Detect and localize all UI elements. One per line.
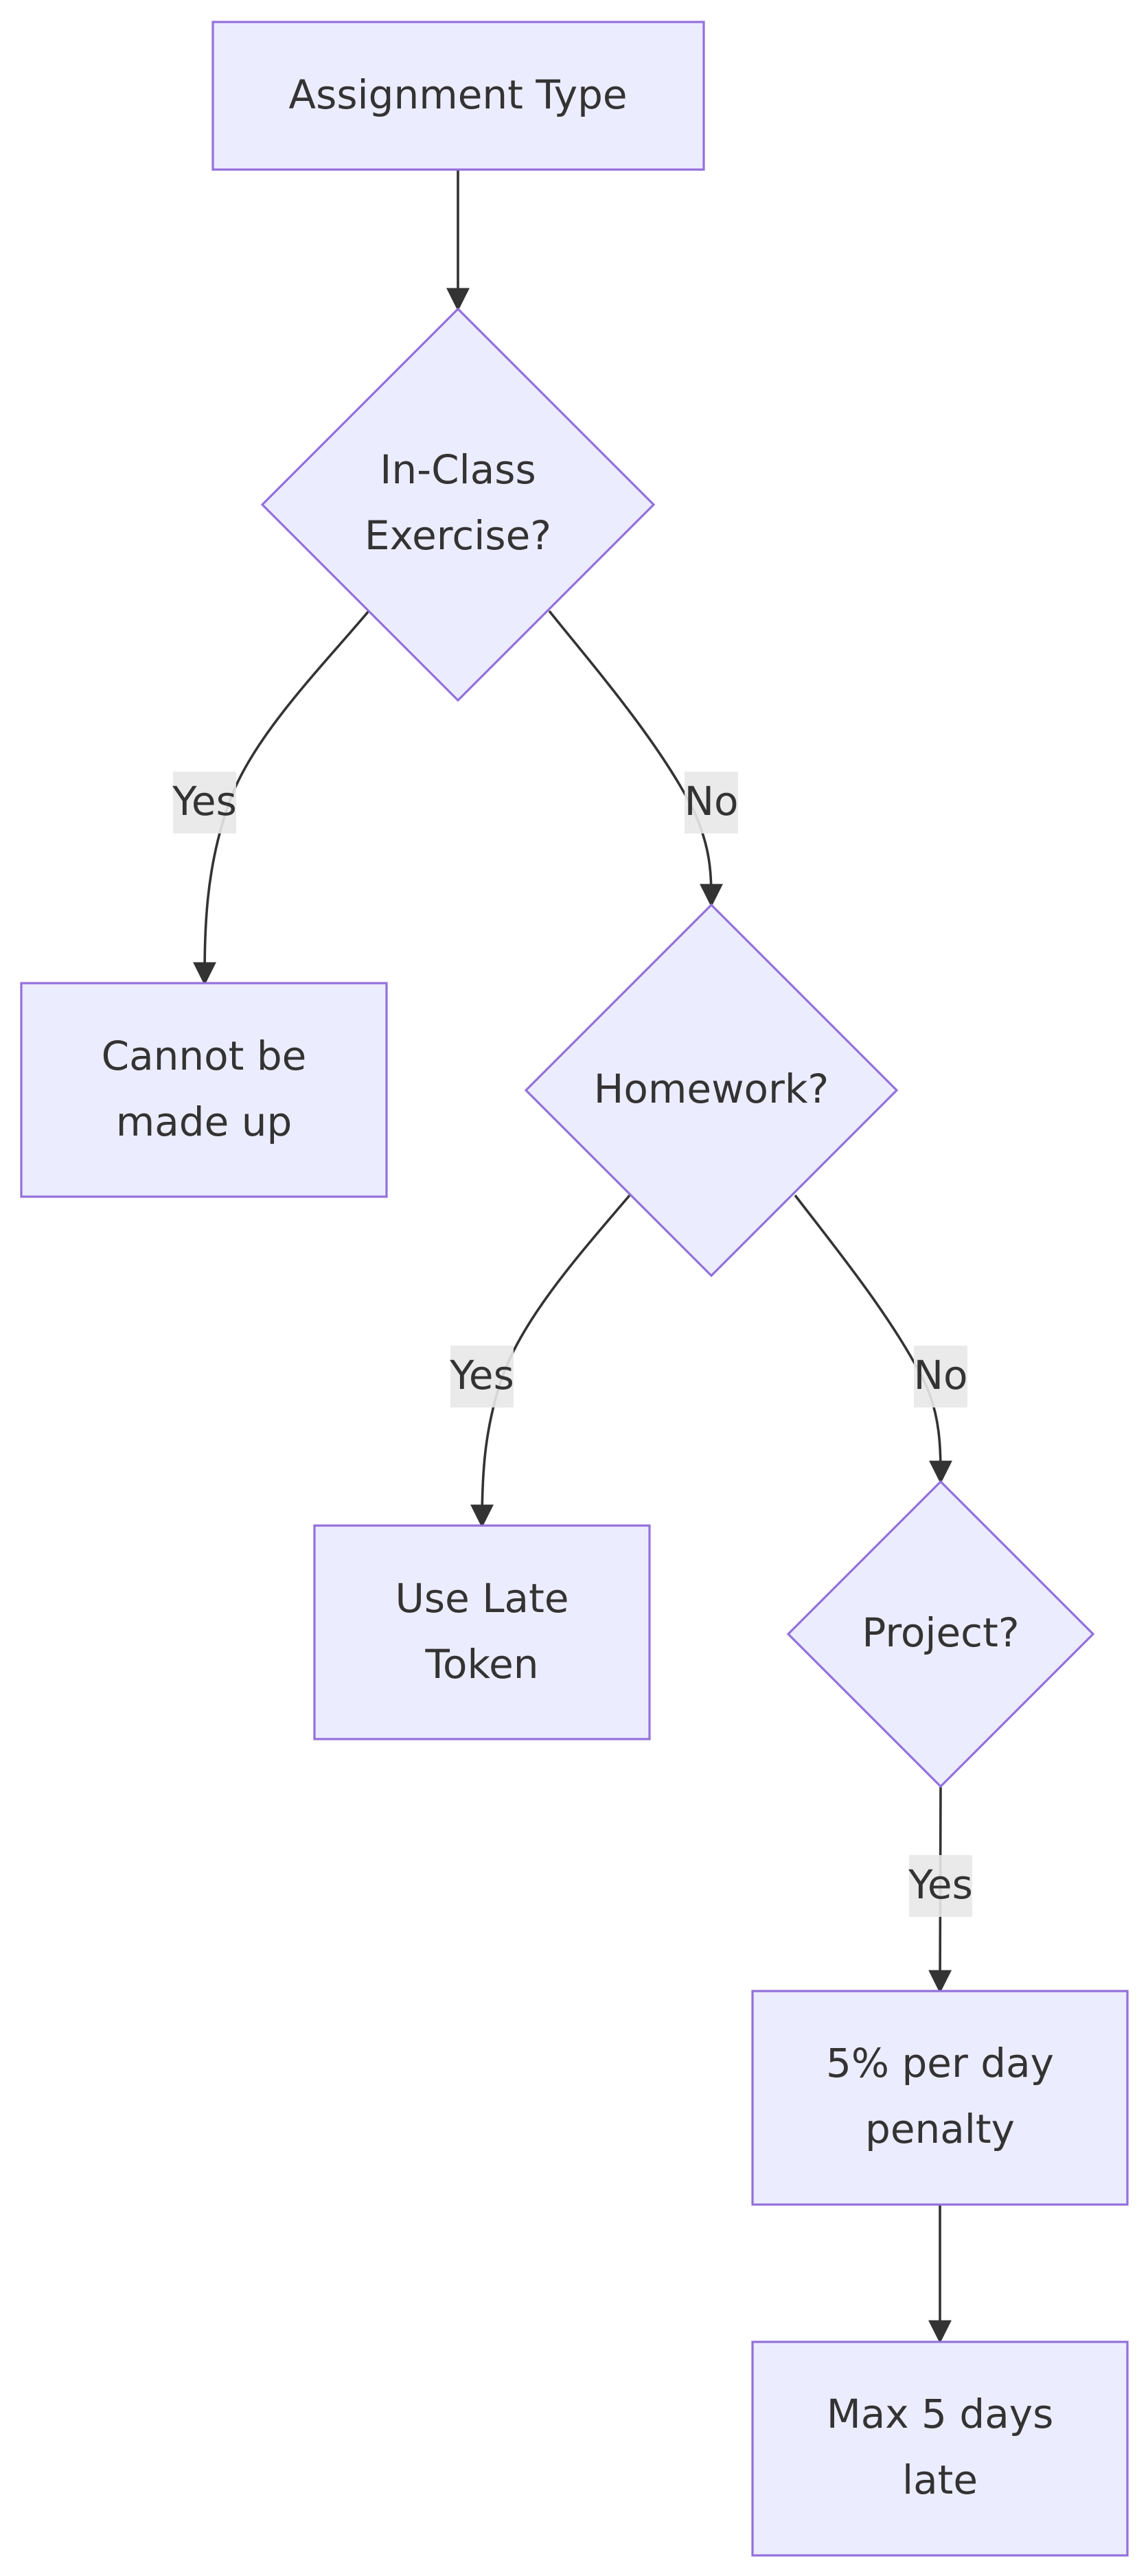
node-max-days-label-line1: Max 5 days xyxy=(827,2391,1054,2437)
edge-label-project-yes: Yes xyxy=(908,1855,973,1917)
edge-labels: Yes No Yes No Yes xyxy=(172,772,973,1917)
node-token-label-line2: Token xyxy=(424,1641,538,1688)
decision-project: Project? xyxy=(786,1480,1095,1789)
edge-inclass-to-homework xyxy=(548,610,723,908)
node-cannot-be-made-up: Cannot be made up xyxy=(20,982,388,1198)
edge-label-homework-no: No xyxy=(914,1346,968,1407)
nodes: Assignment Type In-Class Exercise? Canno… xyxy=(20,21,1129,2557)
node-cannot-label-line1: Cannot be xyxy=(102,1033,307,1079)
edge-homework-to-project xyxy=(794,1194,952,1484)
edge-label-homework-yes-text: Yes xyxy=(449,1352,514,1399)
edge-label-homework-no-text: No xyxy=(914,1352,968,1399)
node-cannot-label-line2: made up xyxy=(116,1099,292,1145)
node-penalty-label-line1: 5% per day xyxy=(826,2040,1054,2086)
node-max-days-label-line2: late xyxy=(902,2457,978,2503)
edge-label-inclass-yes-text: Yes xyxy=(172,778,237,825)
edge-label-inclass-no-text: No xyxy=(685,778,739,825)
edge-label-inclass-yes: Yes xyxy=(172,772,237,833)
node-penalty-label-line2: penalty xyxy=(865,2106,1015,2152)
edge-label-project-yes-text: Yes xyxy=(908,1861,973,1908)
decision-in-class-label-line1: In-Class xyxy=(380,446,536,493)
decision-in-class-label-line2: Exercise? xyxy=(365,512,551,559)
edge-label-homework-yes: Yes xyxy=(449,1346,514,1407)
decision-homework-label: Homework? xyxy=(594,1066,829,1112)
node-penalty: 5% per day penalty xyxy=(751,1990,1129,2206)
decision-in-class-exercise: In-Class Exercise? xyxy=(260,307,656,702)
decision-project-label: Project? xyxy=(862,1609,1019,1656)
node-assignment-type-label: Assignment Type xyxy=(288,71,627,118)
edge-label-inclass-no: No xyxy=(685,772,739,833)
decision-homework: Homework? xyxy=(524,903,899,1278)
node-use-late-token: Use Late Token xyxy=(313,1524,651,1740)
node-assignment-type: Assignment Type xyxy=(211,21,705,171)
node-token-label-line1: Use Late xyxy=(395,1575,569,1622)
node-max-days: Max 5 days late xyxy=(751,2341,1129,2557)
